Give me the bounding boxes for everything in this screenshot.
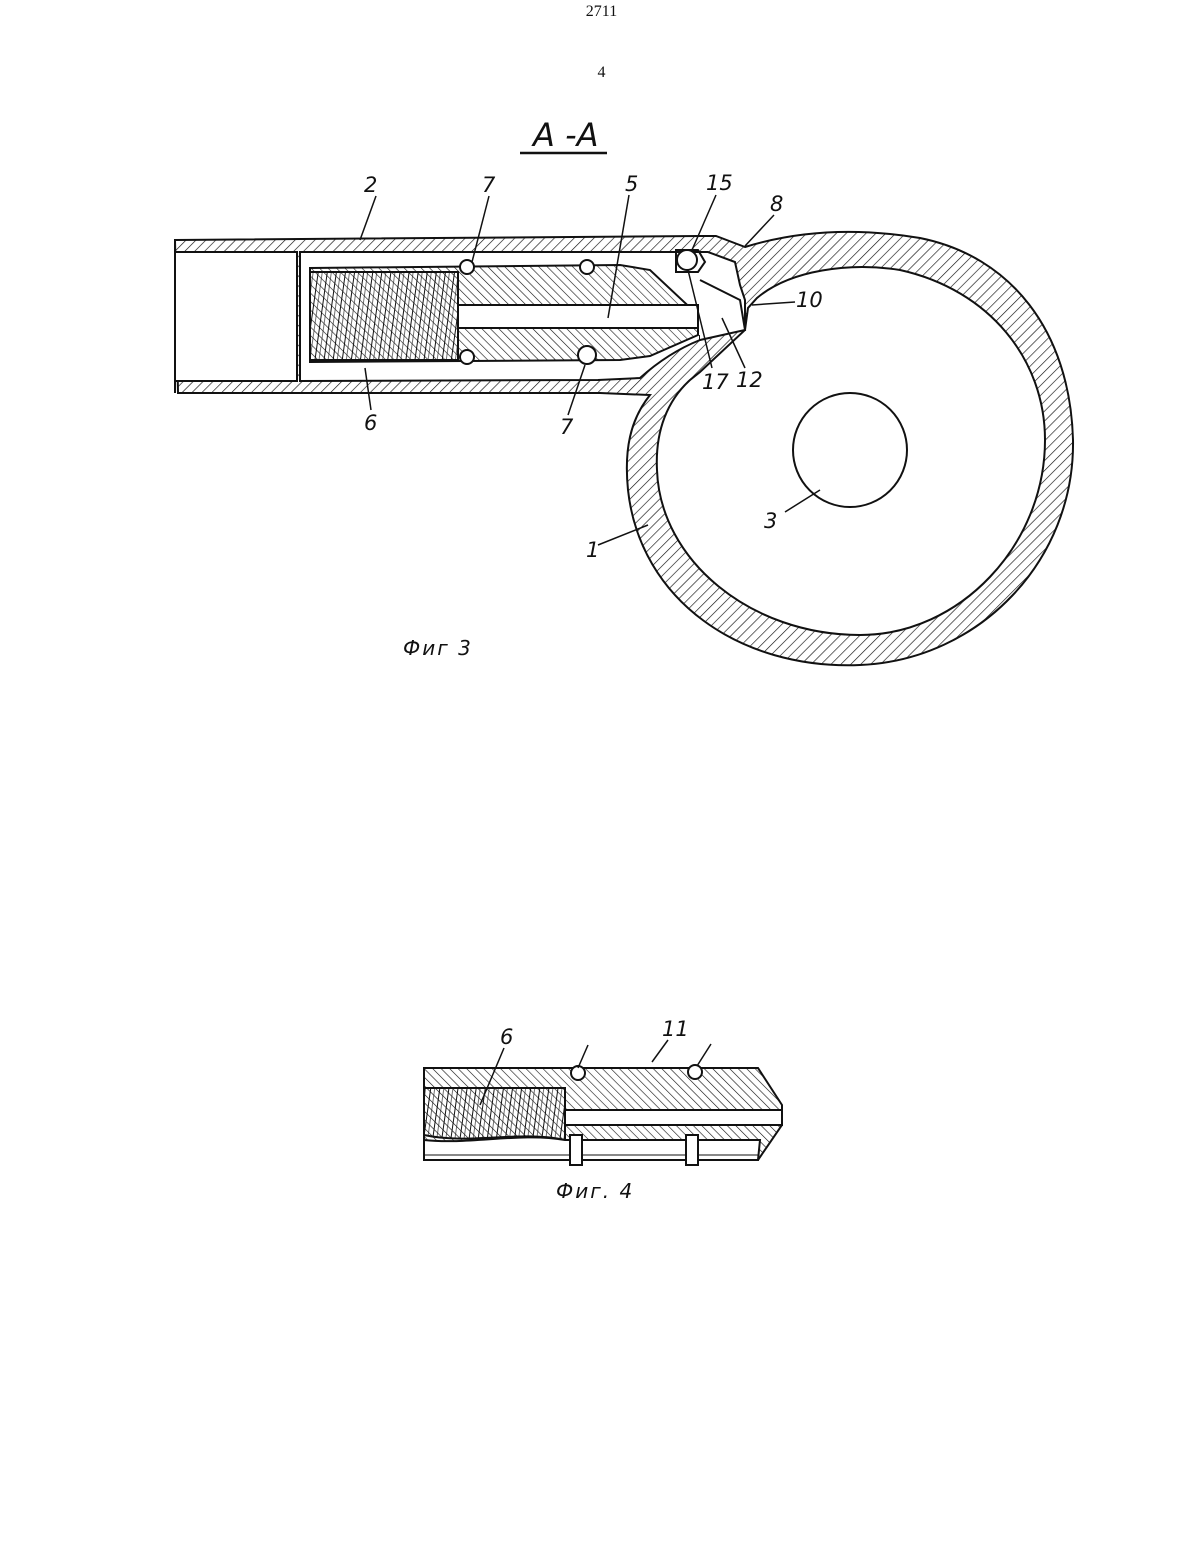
insert-seal-left <box>571 1066 585 1080</box>
insert-pin-right <box>686 1135 698 1165</box>
fig4-ref-label-11: 11 <box>662 1017 689 1041</box>
central-channel <box>458 305 698 328</box>
leader-3 <box>785 490 820 512</box>
figure-3: A -A <box>175 116 1073 665</box>
fibrous-insert <box>310 272 458 360</box>
fig4-ref-label-6: 6 <box>500 1025 513 1049</box>
insert-channel <box>565 1110 782 1125</box>
ref-label-2: 2 <box>364 173 377 197</box>
fibrous-portion <box>424 1088 565 1140</box>
ref-label-7-bottom: 7 <box>560 415 574 439</box>
insert-seal-right <box>688 1065 702 1079</box>
shaft-hole <box>793 393 907 507</box>
barrel-bore <box>175 252 297 381</box>
leader-fig4-seal-right <box>697 1044 711 1066</box>
seal-ball-top-right <box>580 260 594 274</box>
ref-label-5: 5 <box>625 172 638 196</box>
insert-pin-left <box>570 1135 582 1165</box>
seal-ball-top-left <box>460 260 474 274</box>
leader-10 <box>752 302 795 305</box>
transfer-channel <box>700 280 745 340</box>
ref-label-15: 15 <box>706 171 733 195</box>
ref-label-17: 17 <box>702 370 729 394</box>
ref-label-12: 12 <box>736 368 763 392</box>
leader-fig4-11 <box>652 1040 668 1062</box>
ref-label-1: 1 <box>586 538 599 562</box>
figure-3-caption: Фиг 3 <box>403 636 473 660</box>
section-label: A -A <box>531 116 599 154</box>
ref-label-3: 3 <box>764 509 777 533</box>
ref-label-8: 8 <box>770 192 783 216</box>
ref-label-7-top: 7 <box>482 173 496 197</box>
seal-ball-bottom-right <box>578 346 596 364</box>
leader-fig4-seal-left <box>578 1045 588 1068</box>
ref-label-6: 6 <box>364 411 377 435</box>
figure-4: 6 11 Фиг. 4 <box>424 1017 782 1203</box>
seal-ball-bottom-left <box>460 350 474 364</box>
figure-4-caption: Фиг. 4 <box>556 1179 634 1203</box>
leader-2 <box>360 196 376 240</box>
ref-label-10: 10 <box>796 288 823 312</box>
valve-ball <box>677 250 697 270</box>
lower-cutaway <box>424 1137 760 1160</box>
